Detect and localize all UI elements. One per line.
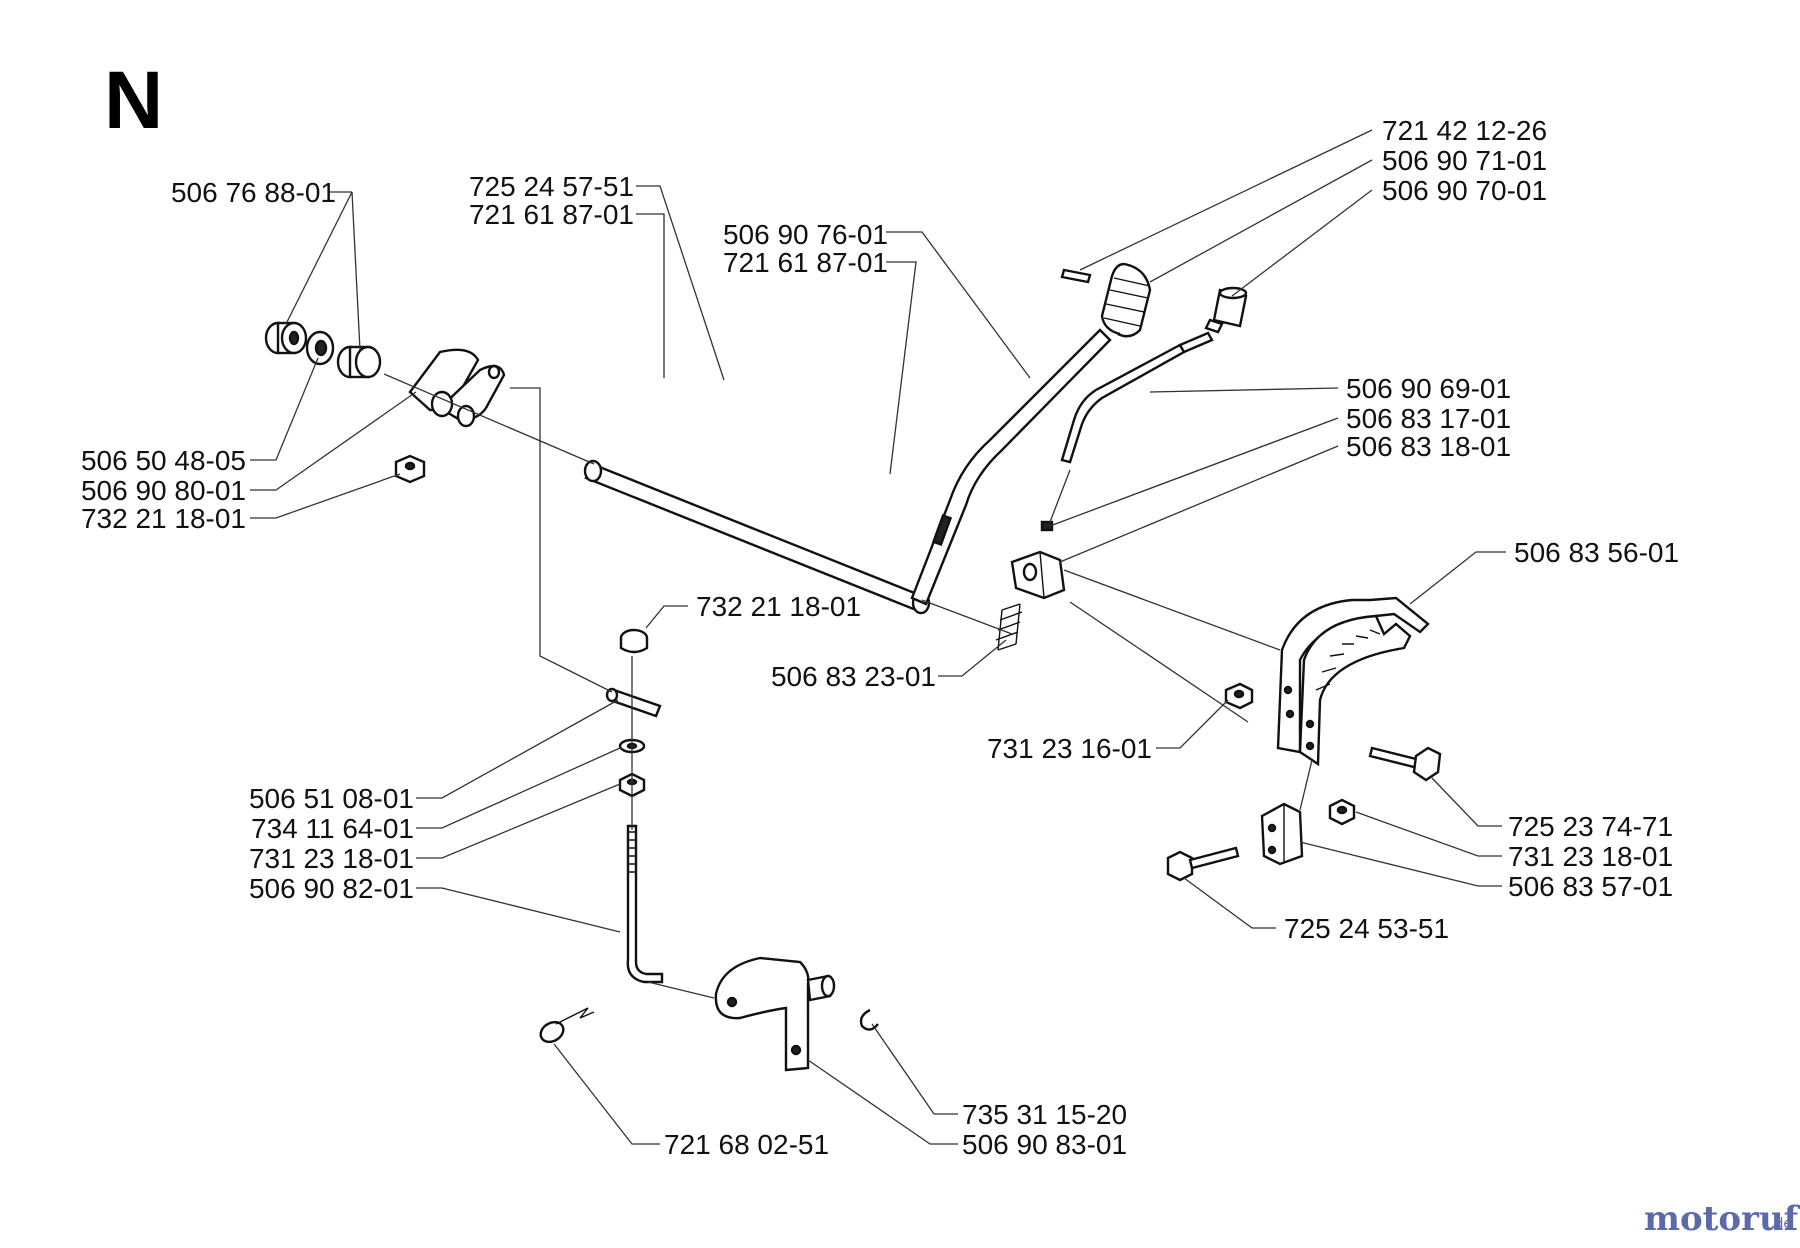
label-506-83-23-01: 506 83 23-01 (771, 661, 936, 692)
nut-sector (1224, 682, 1254, 710)
label-731-23-18-01-b: 731 23 18-01 (1508, 841, 1673, 872)
label-721-42-12-26: 721 42 12-26 (1382, 115, 1547, 146)
label-725-24-53-51: 725 24 53-51 (1284, 913, 1449, 944)
label-506-50-48-05: 506 50 48-05 (81, 445, 246, 476)
watermark-suffix: .de (1770, 1216, 1792, 1232)
label-721-61-87-01-b: 721 61 87-01 (723, 247, 888, 278)
bellcrank-lever (714, 956, 836, 1072)
part-number-labels: 506 76 88-01 725 24 57-51 721 61 87-01 5… (81, 115, 1679, 1160)
threaded-rod (626, 824, 664, 984)
watermark-logo: motoruf .de (1644, 1199, 1800, 1239)
label-721-68-02-51: 721 68 02-51 (664, 1129, 829, 1160)
label-506-83-18-01: 506 83 18-01 (1346, 431, 1511, 462)
label-725-23-74-71: 725 23 74-71 (1508, 811, 1673, 842)
label-506-90-82-01: 506 90 82-01 (249, 873, 414, 904)
sheet-letter: N (104, 55, 163, 146)
label-506-90-83-01: 506 90 83-01 (962, 1129, 1127, 1160)
leader-lines (250, 129, 1506, 1145)
part-drawings (264, 262, 1442, 1072)
bolt-sector (1368, 746, 1442, 782)
label-506-83-17-01: 506 83 17-01 (1346, 403, 1511, 434)
toothed-sector (1276, 596, 1430, 767)
lever-arm (910, 328, 1112, 606)
nut-lower-top (619, 628, 649, 654)
release-rod (1060, 331, 1214, 464)
pawl-block (1010, 520, 1066, 600)
watermark-brand: motoruf (1644, 1199, 1800, 1239)
label-506-90-70-01: 506 90 70-01 (1382, 175, 1547, 206)
label-506-90-71-01: 506 90 71-01 (1382, 145, 1547, 176)
label-731-23-18-01-a: 731 23 18-01 (249, 843, 414, 874)
button-cap (1204, 286, 1248, 334)
spacer-left (336, 345, 382, 379)
label-732-21-18-01-a: 732 21 18-01 (81, 503, 246, 534)
label-731-23-16-01: 731 23 16-01 (987, 733, 1152, 764)
main-shaft (583, 459, 931, 615)
nut-block (1328, 798, 1356, 826)
pivot-bracket (408, 348, 506, 428)
bushing-left (264, 321, 308, 355)
pin-lower (605, 687, 662, 718)
label-506-51-08-01: 506 51 08-01 (249, 783, 414, 814)
label-506-83-57-01: 506 83 57-01 (1508, 871, 1673, 902)
pin-top (1060, 268, 1092, 284)
label-506-90-80-01: 506 90 80-01 (81, 475, 246, 506)
label-732-21-18-01-b: 732 21 18-01 (696, 591, 861, 622)
clamp-block (1260, 802, 1304, 866)
bolt-block (1166, 846, 1240, 882)
label-734-11-64-01: 734 11 64-01 (251, 813, 414, 844)
label-725-24-57-51: 725 24 57-51 (469, 171, 634, 202)
e-clip (859, 1008, 879, 1031)
hairpin-clip (539, 1007, 595, 1044)
grip-handle (1100, 262, 1152, 338)
nut-left (394, 454, 426, 484)
label-506-90-69-01: 506 90 69-01 (1346, 373, 1511, 404)
label-506-90-76-01: 506 90 76-01 (723, 219, 888, 250)
assembly-lines (383, 373, 1313, 999)
label-721-61-87-01-a: 721 61 87-01 (469, 199, 634, 230)
washer-left (305, 330, 335, 366)
label-506-83-56-01: 506 83 56-01 (1514, 537, 1679, 568)
label-735-31-15-20: 735 31 15-20 (962, 1099, 1127, 1130)
spring (995, 603, 1023, 651)
label-506-76-88-01: 506 76 88-01 (171, 177, 336, 208)
